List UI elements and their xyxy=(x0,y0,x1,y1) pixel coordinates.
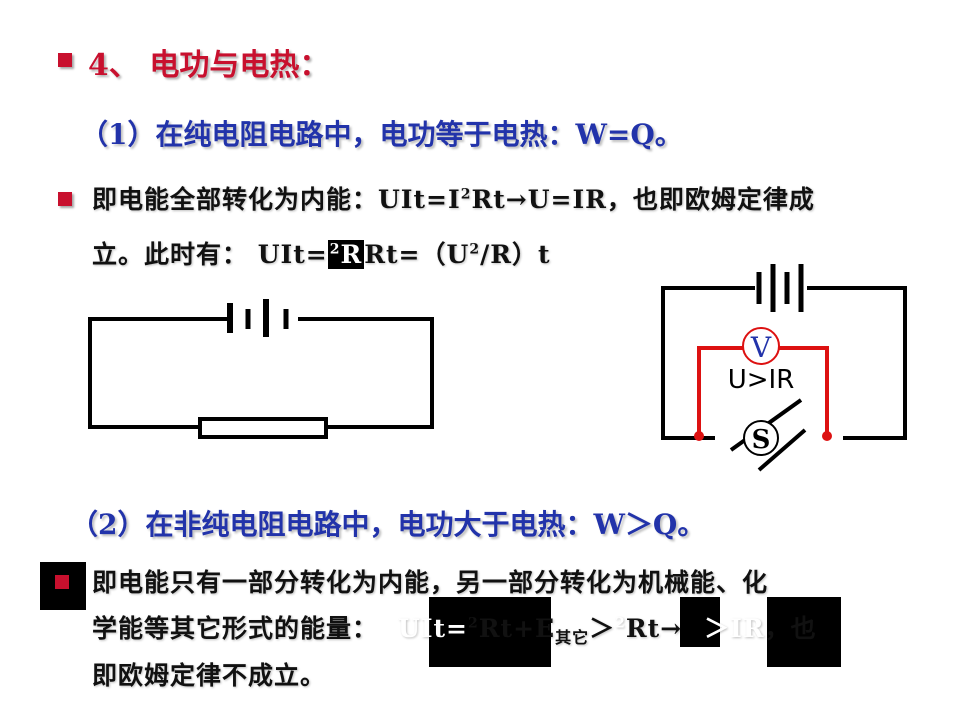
part1-line2: 立。此时有： UIt=2RRt=（U2/R）t xyxy=(92,235,551,271)
voltmeter-icon xyxy=(742,327,780,365)
part2-line1: 即电能只有一部分转化为内能，另一部分转化为机械能、化 xyxy=(92,568,769,597)
node-right xyxy=(822,431,832,441)
heading-bullet xyxy=(58,53,72,67)
part1-line1-prefix: 即电能全部转化为内能：UIt=I xyxy=(92,185,461,214)
part2-line2-d: Rt+E xyxy=(478,614,556,643)
section-heading: 4、 电功与电热： xyxy=(88,48,330,83)
part1-line1-suffix: Rt→U=IR，也即欧姆定律成 xyxy=(471,185,815,214)
battery-icon xyxy=(756,264,804,312)
part2-line2-g: Rt→ xyxy=(625,614,683,643)
part2-line3: 即欧姆定律不成立。 xyxy=(92,661,327,690)
resistor xyxy=(198,417,328,439)
battery-icon xyxy=(227,299,289,337)
switch-circle xyxy=(743,420,779,456)
part1-line2-c: Rt=（U xyxy=(364,240,470,269)
part2-line2-f: 2 xyxy=(615,615,626,632)
node-left xyxy=(694,431,704,441)
part2-line2-c: 2 xyxy=(468,615,479,632)
formula-mask-2 xyxy=(680,597,720,647)
part2-line2: 学能等其它形式的能量：UIt=2Rt+E其它＞2Rt→＞IR，也 xyxy=(92,609,817,648)
part2-line2-sub: 其它 xyxy=(555,628,590,647)
switch-label: S xyxy=(752,425,771,455)
part2-bullet xyxy=(55,575,69,589)
part1-line2-d: 2 xyxy=(469,241,481,258)
voltmeter-label: V xyxy=(750,331,772,364)
circuit-pure-resistor xyxy=(88,299,434,439)
part1-bullet xyxy=(58,192,72,206)
outer-wire-right xyxy=(807,286,907,440)
part2-line2-a: 学能等其它形式的能量： xyxy=(92,614,379,643)
part2-line2-h: ＞IR xyxy=(704,614,765,643)
wire-right xyxy=(298,317,434,429)
formula-mask-3 xyxy=(767,597,841,667)
voltmeter-branch xyxy=(697,346,829,434)
part2-heading: （2）在非纯电阻电路中，电功大于电热：W＞Q。 xyxy=(70,508,706,541)
part1-line1-sup: 2 xyxy=(460,186,472,203)
circuit-non-pure: V U>IR S xyxy=(661,264,907,472)
wire-left xyxy=(88,317,228,429)
part2-line2-i: ，也 xyxy=(764,614,817,643)
part1-line2-a: 立。此时有： UIt= xyxy=(92,240,328,269)
part1-heading: （1）在纯电阻电路中，电功等于电热：W=Q。 xyxy=(80,118,683,151)
outer-wire xyxy=(661,286,755,440)
part2-line2-e: ＞ xyxy=(589,614,616,643)
formula-mask-1 xyxy=(429,597,551,667)
part1-line2-e: /R）t xyxy=(480,240,551,269)
part1-line2-masked: 2R xyxy=(327,240,365,269)
part1-line1: 即电能全部转化为内能：UIt=I2Rt→U=IR，也即欧姆定律成 xyxy=(92,180,815,216)
part2-line2-b: UIt= xyxy=(398,614,469,643)
voltage-relation: U>IR xyxy=(728,365,795,395)
